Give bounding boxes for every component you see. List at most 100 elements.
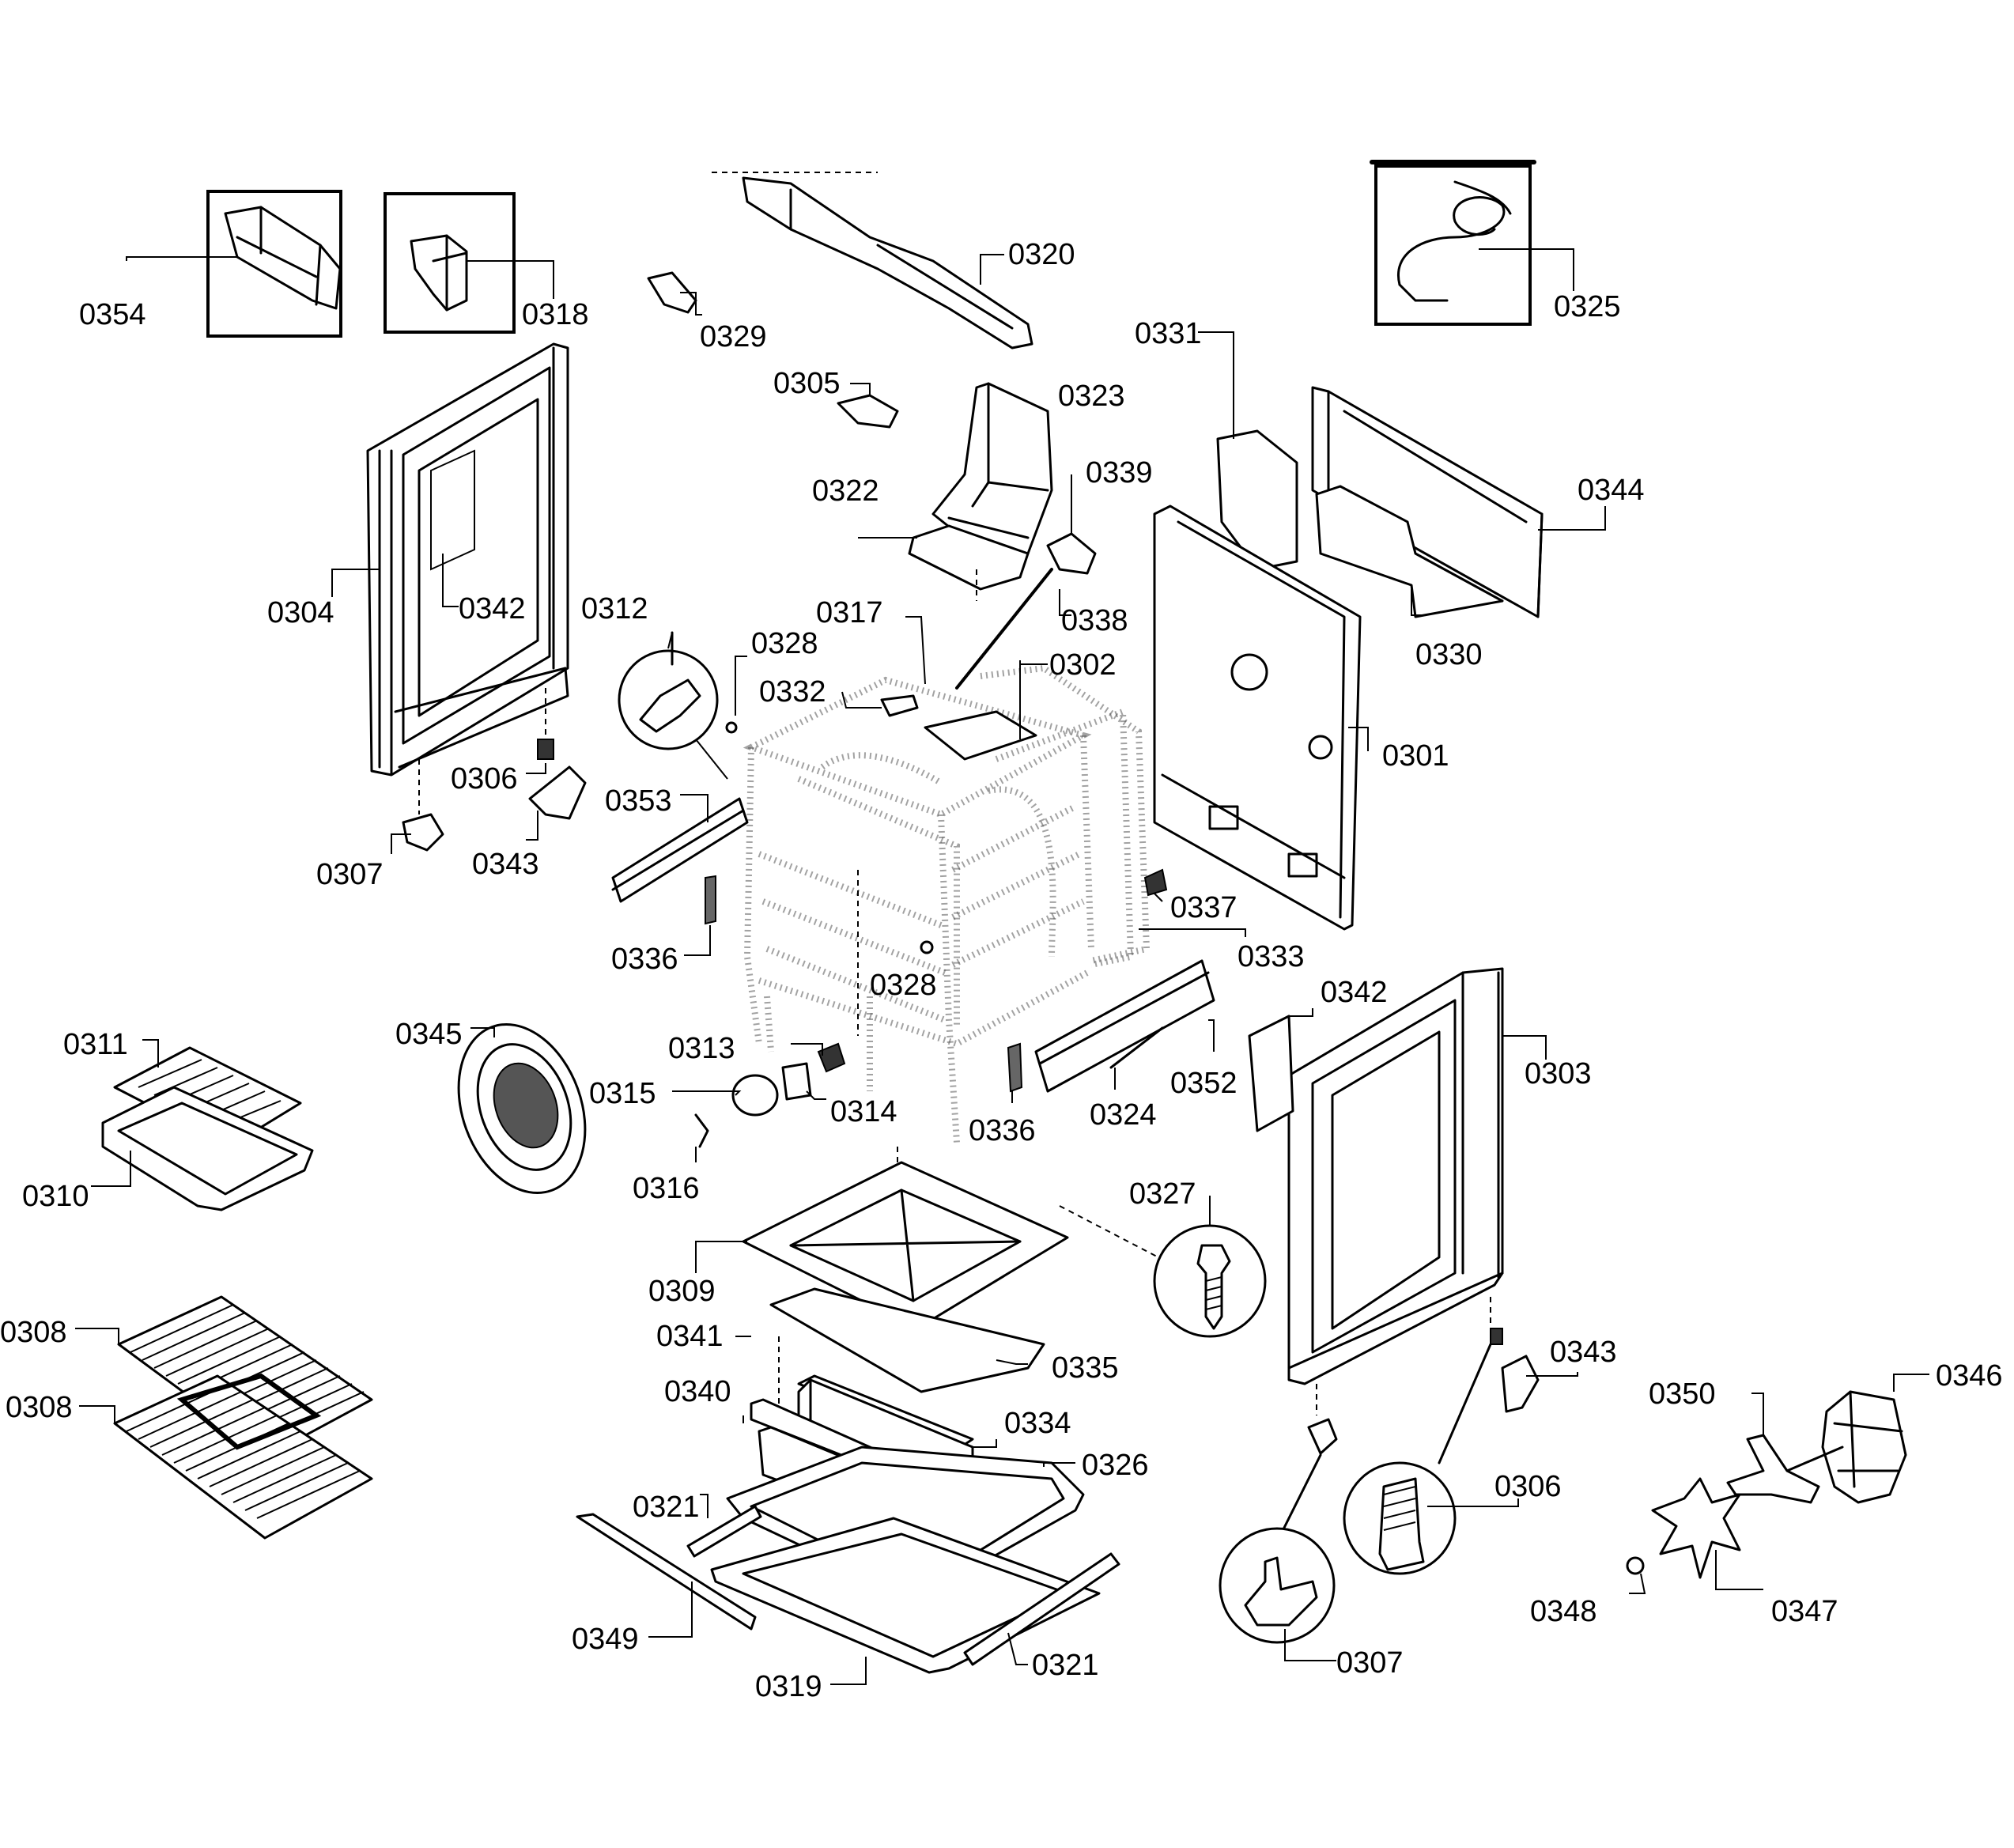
- part-0312-detail: [618, 631, 728, 780]
- label-0306-left: 0306: [451, 762, 518, 796]
- label-0321-left: 0321: [633, 1491, 700, 1524]
- label-0310: 0310: [22, 1180, 89, 1213]
- part-0338-wire: [976, 569, 1071, 616]
- part-0317-element: [880, 616, 926, 717]
- label-0329: 0329: [700, 320, 767, 353]
- part-0354-inset: [126, 190, 342, 338]
- label-0352: 0352: [1170, 1067, 1237, 1100]
- part-0309-bottom-tray: [695, 1147, 1069, 1330]
- label-0336-left: 0336: [611, 943, 678, 976]
- label-0307-left: 0307: [316, 858, 384, 891]
- label-0313: 0313: [668, 1032, 735, 1065]
- label-0327: 0327: [1129, 1177, 1196, 1211]
- label-0309: 0309: [648, 1275, 716, 1308]
- part-0306-right-pin: [1343, 1328, 1519, 1575]
- label-0331: 0331: [1135, 317, 1202, 350]
- part-0330-panel: [1315, 485, 1504, 618]
- part-0342-right-bracket: [1248, 1008, 1313, 1132]
- part-0316-clip: [694, 1113, 709, 1162]
- label-0321-right: 0321: [1032, 1649, 1099, 1682]
- label-0301: 0301: [1382, 739, 1449, 773]
- part-0307-hinge: [391, 813, 444, 854]
- part-0302-frame: [924, 660, 1151, 964]
- part-0318-inset: [384, 192, 554, 334]
- part-0337-switch: [1143, 868, 1168, 902]
- part-0352-rail: [1034, 959, 1215, 1093]
- label-0318: 0318: [522, 298, 589, 331]
- label-0304: 0304: [267, 596, 334, 629]
- part-0353-rail: [611, 794, 749, 903]
- label-0353: 0353: [605, 784, 672, 818]
- part-0343-hinge: [526, 765, 587, 841]
- part-0331-panel: [1198, 331, 1298, 571]
- part-0314-bulb-base: [781, 1062, 826, 1101]
- label-0319: 0319: [755, 1670, 822, 1703]
- label-0333: 0333: [1237, 940, 1305, 973]
- label-0343-left: 0343: [472, 848, 539, 881]
- label-0346: 0346: [1936, 1359, 2003, 1393]
- label-0348: 0348: [1530, 1595, 1597, 1628]
- part-0321-rail-left: [686, 1494, 762, 1558]
- part-labels: 0354 0318 0329 0320 0325 0331 0344 0305 …: [0, 238, 2003, 1703]
- label-0308-lower: 0308: [6, 1391, 73, 1424]
- label-0339: 0339: [1086, 456, 1153, 489]
- part-0350-bracket: [1726, 1393, 1820, 1504]
- label-0354: 0354: [79, 298, 146, 331]
- label-0311: 0311: [63, 1028, 128, 1061]
- label-0342-lower: 0342: [1321, 976, 1388, 1009]
- label-0335: 0335: [1052, 1351, 1119, 1385]
- part-0304-left-door: [331, 342, 569, 814]
- part-0313-socket: [791, 1042, 846, 1073]
- label-0349: 0349: [572, 1623, 639, 1656]
- part-0322-plate: [858, 524, 1030, 591]
- label-0342-upper: 0342: [459, 592, 526, 625]
- label-0307-right: 0307: [1336, 1646, 1404, 1680]
- label-0324: 0324: [1090, 1098, 1157, 1132]
- part-0328-mid: [857, 870, 934, 1036]
- label-0344: 0344: [1578, 474, 1645, 507]
- label-0315: 0315: [589, 1077, 656, 1110]
- part-0327-screw-detail: [1059, 1196, 1267, 1338]
- label-0345: 0345: [395, 1018, 463, 1051]
- part-0346-motor: [1785, 1374, 1929, 1504]
- label-0328-upper: 0328: [751, 627, 818, 660]
- label-0334: 0334: [1004, 1407, 1071, 1440]
- part-0332-sensor: [841, 691, 882, 709]
- label-0308-upper: 0308: [0, 1316, 67, 1349]
- label-0343-right: 0343: [1550, 1336, 1617, 1369]
- label-0337: 0337: [1170, 891, 1237, 924]
- part-0343-right-hinge: [1501, 1355, 1578, 1413]
- part-0307-right-hinge: [1219, 1418, 1338, 1661]
- label-0303: 0303: [1525, 1057, 1592, 1090]
- part-0315-lens: [672, 1074, 779, 1117]
- part-0333-gasket: [1139, 928, 1246, 937]
- part-0306-hinge-pin: [526, 739, 554, 774]
- part-0301-back-panel: [1153, 505, 1369, 931]
- part-0344-panel: [1311, 386, 1606, 618]
- label-0328-lower: 0328: [870, 969, 937, 1002]
- part-0310-broiler-pan: [91, 1086, 314, 1211]
- part-0308-rack-lower: [79, 1373, 373, 1540]
- label-0332: 0332: [759, 675, 826, 709]
- label-0306-right: 0306: [1494, 1470, 1562, 1503]
- label-0323: 0323: [1058, 380, 1125, 413]
- part-0329-bracket: [647, 271, 702, 316]
- part-0325-inset: [1370, 160, 1574, 326]
- part-0347-fan-blade: [1651, 1477, 1763, 1590]
- part-0336-slide-right: [1007, 1042, 1023, 1103]
- part-0305-clip: [837, 383, 899, 429]
- part-0336-slide-left: [684, 875, 716, 956]
- label-0341: 0341: [656, 1320, 724, 1353]
- oven-cavity-body: [742, 676, 1135, 1143]
- part-0348-nut: [1626, 1556, 1646, 1594]
- part-0345-fan-cover: [457, 1022, 587, 1195]
- label-0305: 0305: [773, 367, 841, 400]
- label-0314: 0314: [830, 1095, 897, 1128]
- part-0303-right-door: [1287, 967, 1547, 1415]
- label-0336-right: 0336: [969, 1114, 1036, 1147]
- label-0316: 0316: [633, 1172, 700, 1205]
- part-0324-screw: [1109, 1026, 1164, 1090]
- label-0330: 0330: [1415, 638, 1483, 671]
- label-0320: 0320: [1008, 238, 1075, 271]
- label-0325: 0325: [1554, 290, 1621, 323]
